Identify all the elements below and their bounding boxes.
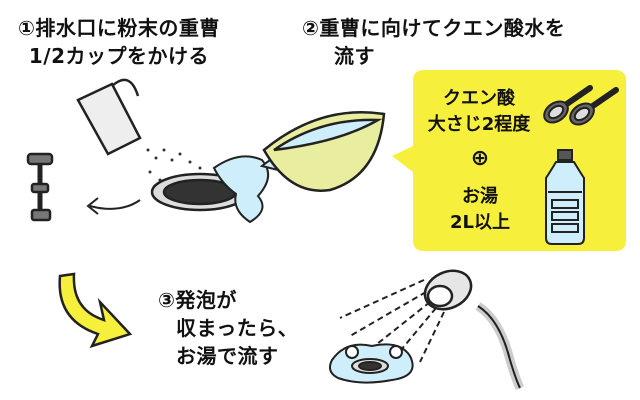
measuring-cup-icon xyxy=(76,78,142,156)
water-line: 2L以上 xyxy=(450,212,510,233)
arrow-left-icon xyxy=(86,197,141,215)
spoon-icon xyxy=(543,85,593,124)
step-1-text: ①排水口に粉末の重曹 1/2カップをかける xyxy=(18,14,220,70)
step-3-line: 収まったら、 xyxy=(176,316,299,340)
step-3-line: ③発泡が xyxy=(158,288,237,312)
spoon-icon xyxy=(569,87,619,126)
basin-icon xyxy=(262,110,386,192)
step-1-line: 1/2カップをかける xyxy=(28,44,210,68)
citric-line: クエン酸 xyxy=(443,88,515,109)
drain-stopper-icon xyxy=(26,152,54,222)
step-3-line: お湯で流す xyxy=(176,344,279,368)
water-bottle-icon xyxy=(545,149,585,245)
citric-acid-amount: クエン酸 大さじ2程度 xyxy=(424,86,534,138)
curved-arrow-icon xyxy=(58,272,133,349)
step-2-line: ②重曹に向けてクエン酸水を xyxy=(302,16,566,40)
step-1-line: ①排水口に粉末の重曹 xyxy=(18,16,220,40)
foam-icon xyxy=(329,343,414,384)
hot-water-amount: お湯 2L以上 xyxy=(430,184,530,236)
shower-head-icon xyxy=(423,269,525,391)
water-line: お湯 xyxy=(462,186,498,207)
plus-icon: ⊕ xyxy=(470,146,490,171)
citric-line: 大さじ2程度 xyxy=(427,114,531,135)
step-2-line: 流す xyxy=(334,44,375,68)
step-2-text: ②重曹に向けてクエン酸水を 流す xyxy=(302,14,565,70)
step-3-text: ③発泡が 収まったら、 お湯で流す xyxy=(158,286,298,370)
